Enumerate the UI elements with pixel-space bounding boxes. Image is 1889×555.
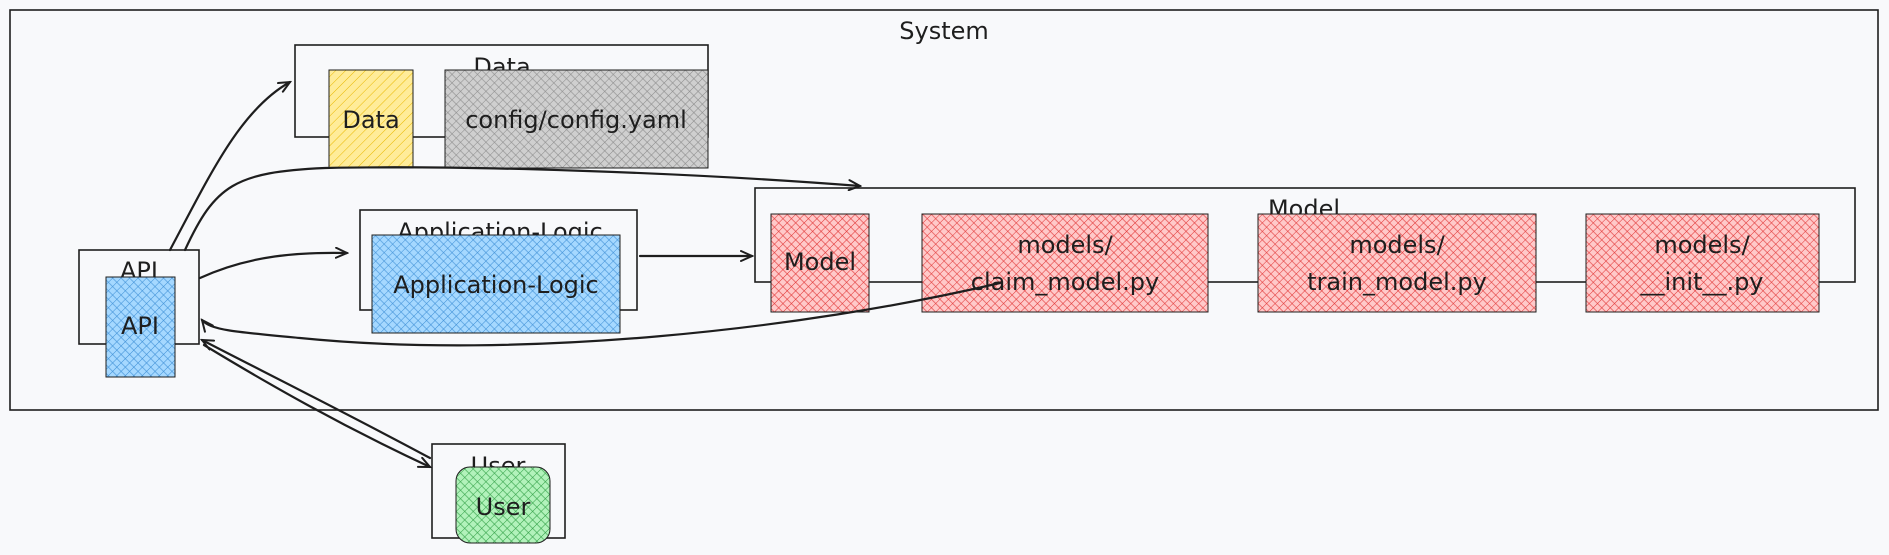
claim-model-label-2: claim_model.py — [971, 268, 1159, 296]
train-model-node[interactable] — [1257, 213, 1537, 313]
system-group — [9, 9, 1879, 411]
app-logic-node[interactable] — [371, 234, 621, 334]
data-node[interactable] — [328, 69, 414, 169]
user-node[interactable] — [455, 466, 551, 544]
edge-api-to-data — [168, 82, 290, 252]
train-model-label-2: train_model.py — [1307, 268, 1487, 296]
edge-model-to-api — [202, 281, 1002, 347]
model-node[interactable] — [770, 213, 870, 313]
model-node-label: Model — [784, 248, 856, 276]
claim-model-label-1: models/ — [1017, 231, 1113, 259]
train-model-label-1: models/ — [1349, 231, 1445, 259]
init-label-2: __init__.py — [1639, 268, 1763, 296]
init-label-1: models/ — [1654, 231, 1750, 259]
edge-api-to-model — [183, 166, 860, 252]
data-node-label: Data — [342, 106, 399, 134]
edge-user-to-api — [202, 340, 432, 460]
config-node[interactable] — [444, 69, 709, 169]
api-node-label: API — [121, 312, 159, 340]
claim-model-node[interactable] — [921, 213, 1209, 313]
config-node-label: config/config.yaml — [465, 106, 687, 134]
api-node[interactable] — [105, 276, 176, 378]
edge-api-to-user — [202, 343, 430, 469]
app-logic-node-label: Application-Logic — [393, 271, 599, 299]
edge-api-to-app-logic — [198, 253, 347, 280]
system-group-label: System — [899, 17, 989, 45]
user-node-label: User — [476, 493, 531, 521]
init-node[interactable] — [1585, 213, 1820, 313]
